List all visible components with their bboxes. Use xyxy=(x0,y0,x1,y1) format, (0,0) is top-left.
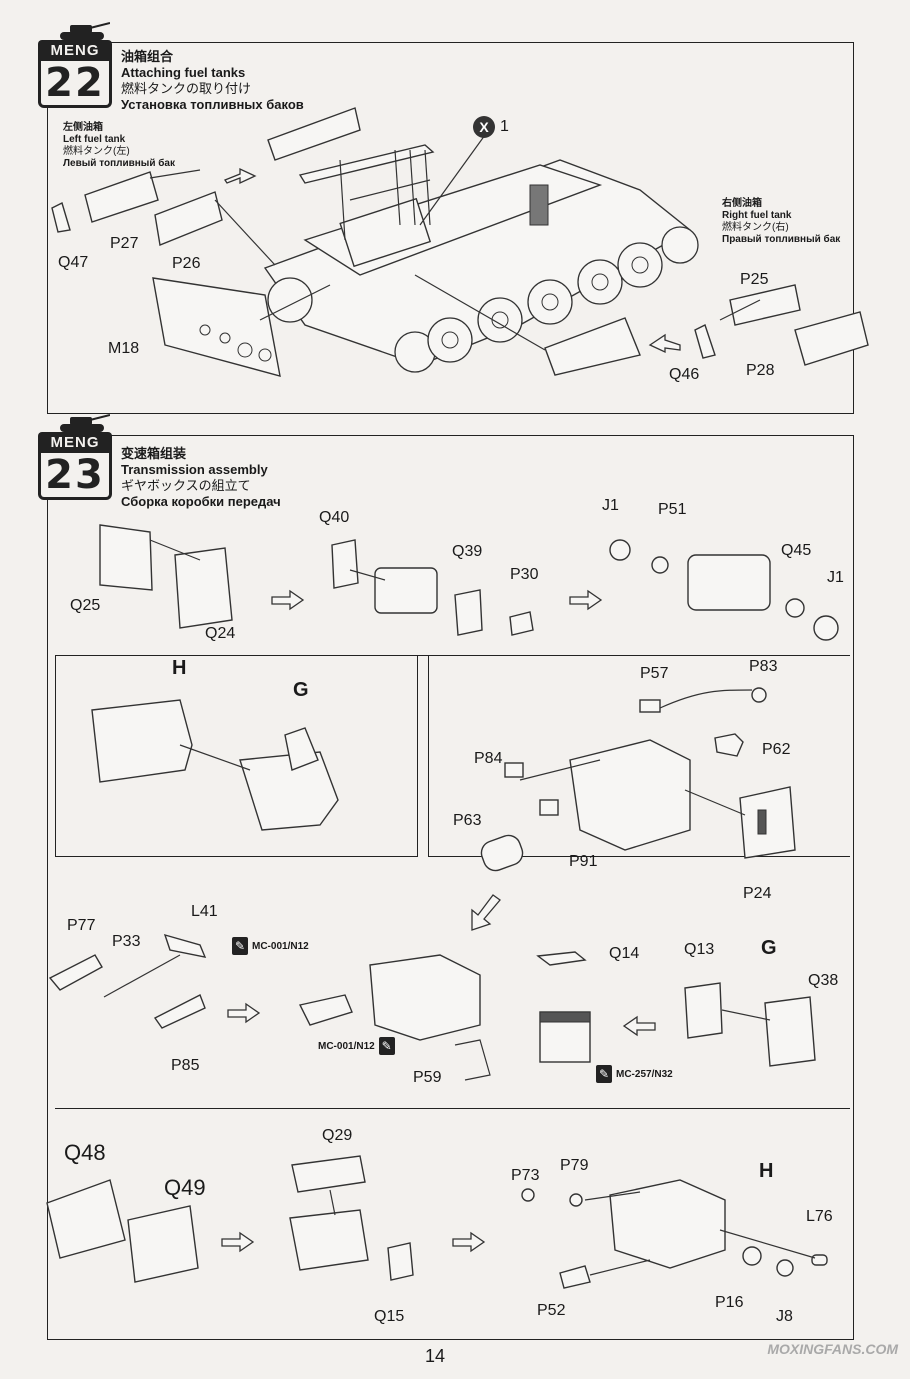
part-label-p25: P25 xyxy=(740,271,769,288)
paint-callout-2: MC-001/N12 ✎ xyxy=(318,1037,395,1055)
part-label-q14: Q14 xyxy=(609,945,640,962)
page-number: 14 xyxy=(425,1346,446,1366)
part-label-j1-a: J1 xyxy=(602,497,619,514)
watermark: MOXINGFANS.COM xyxy=(767,1341,898,1357)
plate-part xyxy=(267,107,361,161)
part-label-p63: P63 xyxy=(453,812,482,829)
part-label-q40: Q40 xyxy=(319,509,350,526)
part-label-p57: P57 xyxy=(640,665,669,682)
step-22-badge: MENG 22 xyxy=(38,22,112,108)
part-label-p79: P79 xyxy=(560,1157,589,1174)
part-label-p59: P59 xyxy=(413,1069,442,1086)
part-label-l76: L76 xyxy=(806,1208,833,1225)
sub-label-h: H xyxy=(172,657,187,679)
part-label-q47: Q47 xyxy=(58,254,89,271)
title-ru: Установка топливных баков xyxy=(121,97,304,112)
part-label-q49: Q49 xyxy=(164,1175,206,1200)
title-ru: Сборка коробки передач xyxy=(121,494,281,509)
tank-icon xyxy=(60,414,110,432)
part-label-p62: P62 xyxy=(762,741,791,758)
part-label-p85: P85 xyxy=(171,1057,200,1074)
part-label-q24: Q24 xyxy=(205,625,236,642)
title-en: Attaching fuel tanks xyxy=(121,65,246,80)
title-cn: 变速箱组装 xyxy=(121,446,187,461)
part-label-q45: Q45 xyxy=(781,542,812,559)
sub-label-g-2: G xyxy=(761,937,777,959)
title-en: Transmission assembly xyxy=(121,462,268,477)
part-label-p33: P33 xyxy=(112,933,141,950)
tank-hull-drawing xyxy=(263,159,699,373)
title-cn: 油箱组合 xyxy=(121,49,174,64)
part-label-p26: P26 xyxy=(172,255,201,272)
part-label-q48: Q48 xyxy=(64,1140,106,1165)
brush-icon: ✎ xyxy=(378,1037,395,1055)
part-label-q46: Q46 xyxy=(669,366,700,383)
part-label-q25: Q25 xyxy=(70,597,101,614)
part-label-p27: P27 xyxy=(110,235,139,252)
step-22-frame xyxy=(47,42,854,414)
part-label-p84: P84 xyxy=(474,750,503,767)
part-label-p51: P51 xyxy=(658,501,687,518)
paint-callout-3: ✎ MC-257/N32 xyxy=(596,1065,673,1083)
frame-part xyxy=(298,144,435,184)
part-label-q38: Q38 xyxy=(808,972,839,989)
tank-icon xyxy=(60,22,110,40)
sub-label-g: G xyxy=(293,679,309,701)
divider-row1 xyxy=(55,655,850,656)
part-label-p28: P28 xyxy=(746,362,775,379)
step-23-badge: MENG 23 xyxy=(38,414,112,500)
x-mark-icon: X xyxy=(473,116,495,138)
part-label-p91: P91 xyxy=(569,853,598,870)
part-label-q29: Q29 xyxy=(322,1127,353,1144)
part-label-j8: J8 xyxy=(776,1308,793,1325)
part-label-l41: L41 xyxy=(191,903,218,920)
part-label-p77: P77 xyxy=(67,917,96,934)
step-number: 23 xyxy=(38,453,112,500)
part-label-p52: P52 xyxy=(537,1302,566,1319)
sub-label-h-2: H xyxy=(759,1160,774,1182)
step-22-titles: 油箱组合 Attaching fuel tanks 燃料タンクの取り付け Уст… xyxy=(121,49,304,113)
part-label-p30: P30 xyxy=(510,566,539,583)
part-label-q39: Q39 xyxy=(452,543,483,560)
paint-callout-1: ✎ MC-001/N12 xyxy=(232,937,309,955)
x-mark-count: 1 xyxy=(500,118,509,135)
brand-label: MENG xyxy=(38,40,112,61)
brand-label: MENG xyxy=(38,432,112,453)
title-jp: ギヤボックスの組立て xyxy=(121,478,251,493)
part-label-p24: P24 xyxy=(743,885,772,902)
part-label-p73: P73 xyxy=(511,1167,540,1184)
part-label-q15: Q15 xyxy=(374,1308,405,1325)
title-jp: 燃料タンクの取り付け xyxy=(121,81,252,96)
divider-row3 xyxy=(55,1108,850,1109)
step-23-frame xyxy=(47,435,854,1340)
right-tank-note: 右侧油箱 Right fuel tank 燃料タンク(右) Правый топ… xyxy=(722,198,841,245)
brush-icon: ✎ xyxy=(596,1065,612,1083)
part-label-m18: M18 xyxy=(108,340,140,357)
left-tank-note: 左侧油箱 Left fuel tank 燃料タンク(左) Левый топли… xyxy=(63,122,176,169)
step-23-titles: 变速箱组装 Transmission assembly ギヤボックスの組立て С… xyxy=(121,446,281,510)
step-number: 22 xyxy=(38,61,112,108)
part-label-j1-b: J1 xyxy=(827,569,844,586)
part-label-p83: P83 xyxy=(749,658,778,675)
part-label-p16: P16 xyxy=(715,1294,744,1311)
part-label-q13: Q13 xyxy=(684,941,715,958)
brush-icon: ✎ xyxy=(232,937,248,955)
